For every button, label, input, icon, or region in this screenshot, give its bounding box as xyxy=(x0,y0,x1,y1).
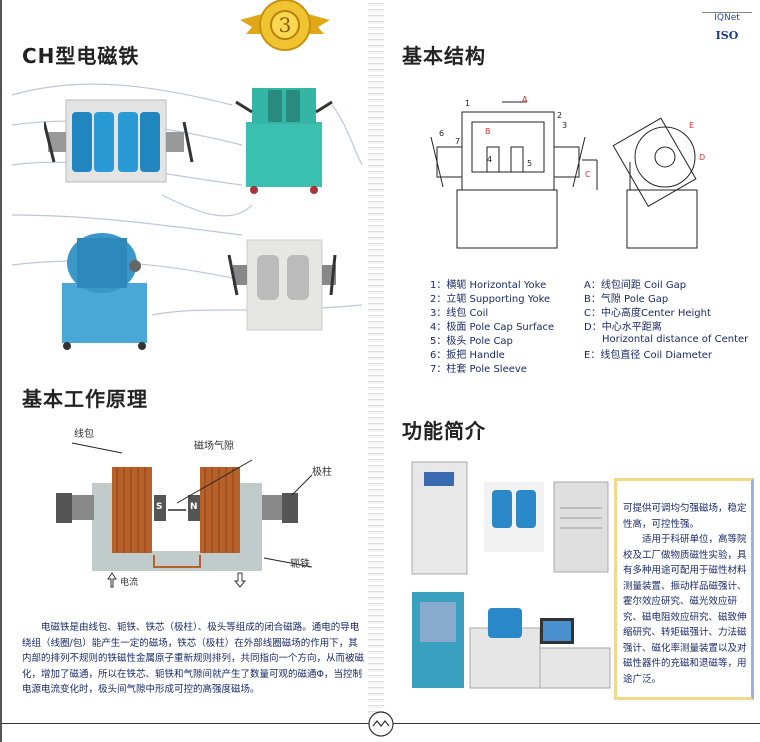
structure-title: 基本结构 xyxy=(402,44,486,68)
legend-item: D：中心水平距离 xyxy=(584,322,662,333)
structure-legend-dimensions: A：线包间距 Coil Gap B：气隙 Pole Gap C：中心高度Cent… xyxy=(584,279,748,363)
page-nav-wave-icon[interactable] xyxy=(368,711,394,737)
svg-text:7: 7 xyxy=(455,137,460,146)
legend-item: 4：极面 Pole Cap Surface xyxy=(430,322,555,333)
svg-text:A: A xyxy=(522,95,528,104)
legend-item: 2：立轭 Supporting Yoke xyxy=(430,294,551,305)
product-photo-blue-magnet xyxy=(62,233,147,350)
label-magnetic-gap: 磁场气隙 xyxy=(194,441,234,452)
svg-text:1: 1 xyxy=(465,99,470,108)
svg-text:B: B xyxy=(485,127,491,136)
svg-text:2: 2 xyxy=(557,111,562,120)
svg-text:6: 6 xyxy=(439,129,444,138)
legend-item: E：线包直径 Coil Diameter xyxy=(584,350,713,361)
svg-text:3: 3 xyxy=(562,121,567,130)
legend-item: 6：扳把 Handle xyxy=(430,350,505,361)
center-divider xyxy=(368,0,384,722)
svg-text:C: C xyxy=(585,170,591,179)
svg-text:D: D xyxy=(699,153,705,162)
function-applications: 适用于科研单位，高等院校及工厂做物质磁性实验，具有多种用途可配用于磁性材料测量装… xyxy=(623,534,747,685)
warranty-badge-icon: 3 xyxy=(240,0,330,51)
function-title: 功能简介 xyxy=(402,419,486,443)
diagram-graphic xyxy=(56,442,313,588)
label-pole: 极柱 xyxy=(312,467,332,478)
iso-logo: ISO xyxy=(715,29,739,42)
legend-item: A：线包间距 Coil Gap xyxy=(584,280,687,291)
label-s-pole: S xyxy=(156,502,163,512)
label-current: 电流 xyxy=(120,578,139,588)
legend-item: 3：线包 Coil xyxy=(430,308,489,319)
product-photo-ch-magnet-white xyxy=(44,99,194,183)
legend-item: 7：柱套 Pole Sleeve xyxy=(430,364,527,375)
svg-text:5: 5 xyxy=(527,159,532,168)
label-n-pole: N xyxy=(190,502,198,512)
function-summary: 可提供可调均匀强磁场，稳定性高，可控性强。 xyxy=(623,503,747,530)
electromagnet-principle-diagram: 线包 磁场气隙 极柱 轭铁 电流 S N xyxy=(42,415,342,590)
principle-paragraph: 电磁铁是由线包、轭铁、铁芯（极柱）、极头等组成的闭合磁路。通电的导电绕组（线圈/… xyxy=(22,622,365,695)
label-coil: 线包 xyxy=(74,429,94,440)
legend-item: B：气隙 Pole Gap xyxy=(584,294,669,305)
svg-text:E: E xyxy=(689,121,694,130)
iqnet-logo: IQNet xyxy=(702,12,752,23)
structure-legend-parts: 1：横轭 Horizontal Yoke 2：立轭 Supporting Yok… xyxy=(430,279,554,377)
svg-text:3: 3 xyxy=(279,13,292,37)
product-title: CH型电磁铁 xyxy=(22,44,140,68)
product-lineup-photos xyxy=(411,461,611,689)
function-description-box: 可提供可调均匀强磁场，稳定性高，可控性强。 适用于科研单位，高等院校及工厂做物质… xyxy=(614,478,754,700)
product-photo-teal-cabinet xyxy=(235,88,333,194)
svg-text:4: 4 xyxy=(487,155,492,164)
legend-item: C：中心高度Center Height xyxy=(584,308,711,319)
certification-logos: IQNet ISO xyxy=(702,12,752,42)
legend-item: 5：极头 Pole Cap xyxy=(430,336,513,347)
legend-item: 1：横轭 Horizontal Yoke xyxy=(430,280,547,291)
label-yoke: 轭铁 xyxy=(290,559,310,570)
product-photo-white-magnet xyxy=(227,239,337,331)
legend-item: Horizontal distance of Center xyxy=(602,334,749,345)
principle-title: 基本工作原理 xyxy=(22,387,148,411)
